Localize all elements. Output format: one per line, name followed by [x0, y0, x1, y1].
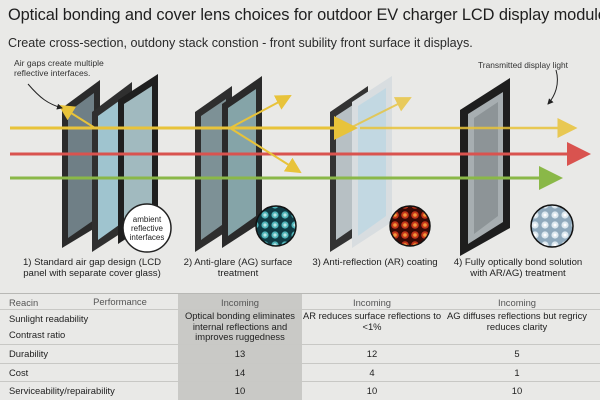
ag-texture-icon	[255, 205, 297, 247]
page-subtitle: Create cross-section, outdony stack cons…	[8, 36, 473, 50]
table-row: Serviceability/repairability 10 10 10	[0, 381, 600, 400]
row-label: Durability	[9, 348, 49, 359]
row-label: Cost	[9, 366, 29, 378]
caption-design-3: 3) Anti-reflection (AR) coating	[312, 257, 438, 268]
table-cell: 5	[514, 348, 520, 359]
table-row: Sunlight readability Optical bonding eli…	[0, 309, 600, 344]
row-label: Serviceability/repairability	[9, 385, 115, 396]
table-cell: 10	[366, 385, 378, 396]
table-cell: AR reduces surface reflections to <1%	[302, 310, 442, 332]
air-gap-callout-arrow	[27, 83, 63, 110]
bubble-label: ambient reflective interfaces	[129, 214, 165, 242]
table-cell: 14	[234, 366, 246, 378]
ar-coating-icon	[389, 205, 431, 247]
header-cell: Reacin	[9, 297, 39, 308]
highlighted-column	[178, 293, 302, 400]
table-header-row: Reacin Performance Incoming Incoming Inc…	[0, 293, 600, 309]
caption-design-2: 2) Anti-glare (AG) surface treatment	[183, 257, 293, 279]
row-label: Sunlight readability	[9, 313, 89, 324]
stack-3-ar	[330, 76, 392, 252]
reflected-ray-2	[229, 95, 292, 129]
air-gap-note: Air gaps create multiple reflective inte…	[14, 58, 104, 78]
bonded-texture-icon	[530, 204, 574, 248]
header-cell: Performance	[93, 296, 147, 307]
caption-design-1: 1) Standard air gap design (LCD panel wi…	[22, 257, 162, 279]
table-row: Durability 13 12 5	[0, 344, 600, 363]
air-gap-bubble-icon	[122, 203, 172, 253]
table-cell: 4	[369, 366, 375, 378]
stack-2-ag	[195, 76, 262, 252]
table-cell: 10	[234, 385, 246, 396]
header-cell: Incoming	[352, 297, 392, 308]
header-cell: Incoming	[220, 297, 260, 308]
comparison-table: Reacin Performance Incoming Incoming Inc…	[0, 293, 600, 400]
table-cell: 13	[234, 348, 246, 359]
table-cell: AG diffuses reflections but regricy redu…	[447, 310, 587, 332]
header-cell: Incoming	[497, 297, 537, 308]
reflected-ray-1	[58, 104, 96, 129]
table-row: Cost 14 4 1	[0, 362, 600, 382]
reflected-ray-4	[349, 97, 412, 129]
table-cell: 12	[366, 348, 378, 359]
page-title: Optical bonding and cover lens choices f…	[8, 6, 600, 24]
table-cell: Optical bonding eliminates internal refl…	[185, 310, 295, 342]
row-label: Contrast ratio	[9, 329, 66, 340]
table-cell: 10	[511, 385, 523, 396]
caption-design-4: 4) Fully optically bond solution with AR…	[453, 257, 583, 279]
table-cell: 1	[514, 366, 520, 378]
transmitted-light-note: Transmitted display light	[478, 60, 568, 70]
stack-4-bonded	[460, 78, 510, 256]
reflected-ray-3	[229, 127, 302, 174]
transmitted-callout-arrow	[547, 69, 558, 105]
